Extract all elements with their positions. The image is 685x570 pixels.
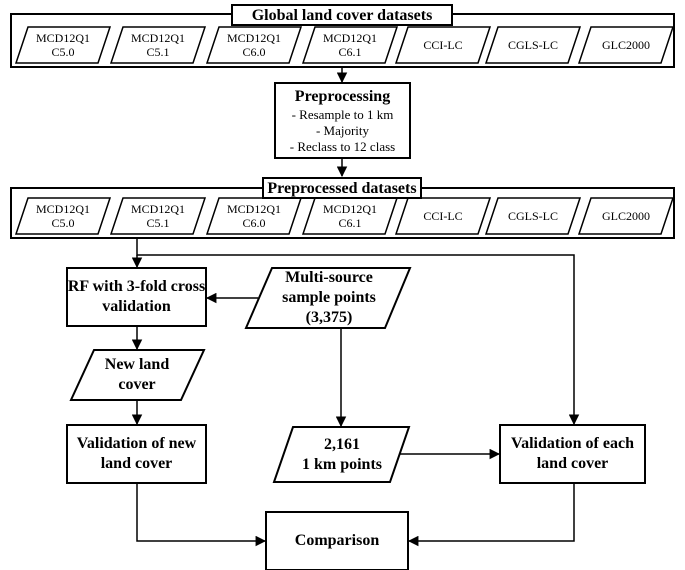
new-land-cover-line-2: cover [118, 376, 156, 393]
sample-points-line-1: Multi-source [285, 269, 373, 286]
preprocessing-text: Preprocessing - Resample to 1 km - Major… [276, 86, 409, 156]
global-dataset-name: MCD12Q1 [35, 31, 90, 45]
rf-line-2: validation [102, 298, 171, 315]
global-dataset-shape [577, 26, 675, 64]
preprocessed-dataset-shape [14, 197, 112, 235]
global-dataset-shape [484, 26, 582, 64]
global-dataset-shape [394, 26, 492, 64]
global-dataset-shape [14, 26, 112, 64]
preprocessed-dataset-name: MCD12Q1 [226, 202, 281, 216]
validation-each-line-1: Validation of each [511, 435, 634, 452]
preprocessed-dataset-shape [484, 197, 582, 235]
preprocessed-dataset-name: GLC2000 [602, 209, 650, 223]
validation-each-label: Validation of each land cover [501, 427, 644, 481]
global-dataset-version: C5.1 [146, 45, 170, 59]
preprocessed-dataset-label: CGLS-LC [490, 198, 576, 234]
rf-line-1: RF with 3-fold cross [67, 278, 206, 295]
global-dataset-name: CGLS-LC [507, 38, 558, 52]
global-dataset-label: CGLS-LC [490, 27, 576, 63]
validation-new-label: Validation of new land cover [68, 427, 205, 481]
preprocessed-dataset-name: MCD12Q1 [130, 202, 185, 216]
preprocessed-dataset-label: GLC2000 [583, 198, 669, 234]
preprocessed-dataset-shape [109, 197, 207, 235]
new-land-cover-shape [69, 349, 206, 401]
global-dataset-shape [301, 26, 399, 64]
preprocessed-dataset-name: MCD12Q1 [35, 202, 90, 216]
arrow-validation-new-to-comparison [136, 483, 267, 547]
global-dataset-label: CCI-LC [400, 27, 486, 63]
preprocessed-dataset-shape [577, 197, 675, 235]
global-dataset-name: MCD12Q1 [130, 31, 185, 45]
validation-new-line-2: land cover [100, 455, 173, 472]
new-land-cover-label: New land cover [82, 352, 192, 398]
rf-box [66, 267, 207, 327]
points-1km-line-1: 2,161 [324, 435, 360, 453]
preprocessed-dataset-version: C6.0 [242, 216, 266, 230]
rf-label: RF with 3-fold cross validation [68, 270, 205, 324]
validation-new-line-1: Validation of new [76, 435, 197, 452]
preprocessed-dataset-shape [394, 197, 492, 235]
new-land-cover-line-1: New land [104, 356, 170, 373]
global-dataset-name: MCD12Q1 [226, 31, 281, 45]
preprocessing-step: - Reclass to 12 class [289, 139, 396, 154]
preprocessed-dataset-version: C5.1 [146, 216, 170, 230]
global-dataset-name: CCI-LC [423, 38, 463, 52]
points-1km-line-2: 1 km points [301, 455, 383, 473]
comparison-text: Comparison [294, 532, 380, 549]
preprocessed-dataset-name: CCI-LC [423, 209, 463, 223]
global-dataset-name: MCD12Q1 [322, 31, 377, 45]
validation-new-box [66, 424, 207, 484]
global-dataset-version: C6.1 [338, 45, 362, 59]
global-dataset-shape [109, 26, 207, 64]
global-dataset-version: C5.0 [51, 45, 75, 59]
preprocessing-box [274, 82, 411, 159]
global-dataset-version: C6.0 [242, 45, 266, 59]
comparison-label: Comparison [267, 513, 407, 569]
global-datasets-title: Global land cover datasets [231, 4, 453, 26]
sample-points-line-3: (3,375) [305, 309, 353, 326]
preprocessed-dataset-label: CCI-LC [400, 198, 486, 234]
points-1km-shape [272, 426, 411, 483]
preprocessed-datasets-title: Preprocessed datasets [262, 177, 422, 199]
global-dataset-label: GLC2000 [583, 27, 669, 63]
preprocessed-dataset-version: C6.1 [338, 216, 362, 230]
preprocessing-step: - Majority [315, 123, 370, 138]
sample-points-shape [244, 267, 412, 329]
preprocessed-dataset-version: C5.0 [51, 216, 75, 230]
validation-each-line-2: land cover [536, 455, 609, 472]
preprocessed-dataset-name: MCD12Q1 [322, 202, 377, 216]
sample-points-label: Multi-source sample points (3,375) [262, 268, 396, 328]
preprocessing-title: Preprocessing [294, 88, 391, 105]
sample-points-line-2: sample points [282, 289, 376, 306]
arrow-validation-each-to-comparison [407, 483, 575, 547]
points-1km-label: 2,161 1 km points [283, 429, 401, 480]
global-dataset-name: GLC2000 [602, 38, 650, 52]
preprocessed-dataset-name: CGLS-LC [507, 209, 558, 223]
global-dataset-shape [205, 26, 303, 64]
preprocessing-step: - Resample to 1 km [291, 107, 394, 122]
connector-preprocessed-branches [136, 238, 580, 426]
